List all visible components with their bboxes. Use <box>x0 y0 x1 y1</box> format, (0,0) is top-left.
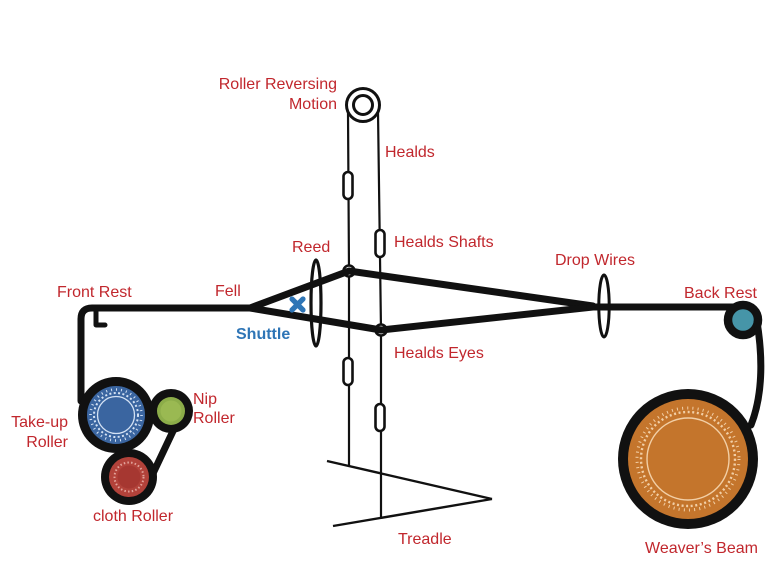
label-front-rest: Front Rest <box>57 284 132 301</box>
shuttle-marker <box>289 296 306 313</box>
take-up-inner-circle <box>96 395 136 435</box>
treadle-upper-line <box>326 459 493 501</box>
front-rest-bracket <box>93 308 108 328</box>
heald-shaft-bottom-right <box>374 402 386 433</box>
cloth-line-front <box>77 304 256 405</box>
weavers-beam-roller <box>618 389 758 529</box>
label-fell: Fell <box>215 283 241 300</box>
take-up-lace-ring <box>93 392 139 438</box>
label-roller-reversing-line2: Motion <box>289 96 337 113</box>
label-weavers-beam: Weaver’s Beam <box>645 540 758 557</box>
pulley-inner-circle <box>352 94 374 116</box>
label-cloth-roller: cloth Roller <box>93 508 174 525</box>
take-up-disc <box>87 386 145 444</box>
treadle-lower-line <box>332 497 493 528</box>
nip-center <box>160 400 182 422</box>
heald-wire-right <box>376 111 383 517</box>
label-healds: Healds <box>385 144 435 161</box>
heald-shaft-top-left <box>342 170 354 201</box>
reed-shape <box>309 258 323 348</box>
take-up-lace-dots <box>89 388 143 442</box>
weavers-beam-lace-dots <box>635 406 741 512</box>
label-take-up-line1: Take-up <box>11 414 68 431</box>
cloth-lace-ring <box>113 461 145 493</box>
label-shuttle: Shuttle <box>236 326 290 343</box>
roller-reversing-pulley <box>345 87 381 123</box>
label-nip-line2: Roller <box>193 410 235 427</box>
label-nip-line1: Nip <box>193 391 217 408</box>
cloth-center <box>117 465 141 489</box>
label-back-rest: Back Rest <box>684 285 757 302</box>
label-drop-wires: Drop Wires <box>555 252 635 269</box>
back-rest-roller <box>723 300 763 340</box>
label-roller-reversing-line1: Roller Reversing <box>219 76 337 93</box>
heald-shaft-bottom-left <box>342 356 354 387</box>
cloth-roller <box>101 449 157 505</box>
heald-wire-left <box>346 111 351 466</box>
warp-backrest-to-beam-line <box>747 318 765 429</box>
weavers-beam-inner-circle <box>646 417 730 501</box>
label-treadle: Treadle <box>398 531 452 548</box>
weavers-beam-disc <box>628 399 748 519</box>
label-healds-eyes: Healds Eyes <box>394 345 484 362</box>
label-reed: Reed <box>292 239 330 256</box>
label-healds-shafts: Healds Shafts <box>394 234 494 251</box>
nip-roller <box>149 389 193 433</box>
weavers-beam-lace-ring <box>639 410 737 508</box>
shuttle-x-stroke-2 <box>289 296 306 313</box>
heald-shaft-top-right <box>374 228 386 259</box>
warp-lower-line <box>246 303 597 334</box>
label-take-up-line2: Roller <box>26 434 68 451</box>
warp-upper-line <box>246 267 597 312</box>
take-up-roller <box>78 377 154 453</box>
